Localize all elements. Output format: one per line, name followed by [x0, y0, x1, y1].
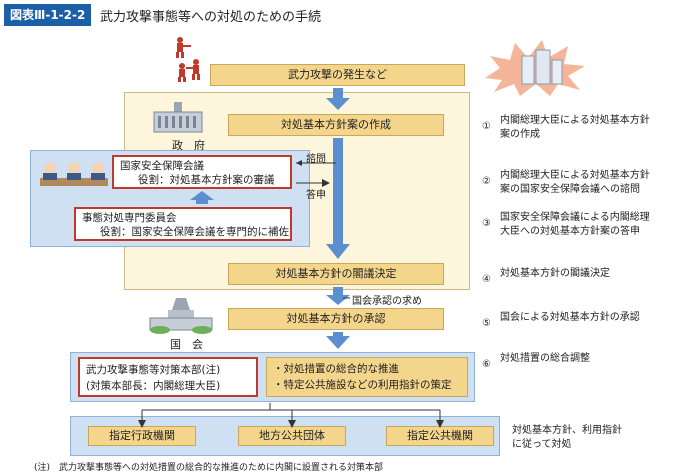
figure-tag: 図表Ⅲ-1-2-2 [4, 4, 92, 26]
agency-designated-administrative: 指定行政機関 [88, 426, 196, 446]
hq-task-promote: ・対処措置の総合的な推進 [273, 363, 399, 375]
hq-tasks-box: ・対処措置の総合的な推進 ・特定公共施設などの利用指針の策定 [266, 357, 468, 397]
step-2-line-1: 内閣総理大臣による対処基本方針 [500, 170, 650, 181]
plan-creation-box: 対処基本方針案の作成 [228, 114, 444, 136]
step-1-num: ① [482, 121, 491, 132]
hq-name: 武力攻撃事態等対策本部(注) [86, 364, 221, 376]
hq-box: 武力攻撃事態等対策本部(注) (対策本部長：内閣総理大臣) [78, 357, 258, 397]
attack-box: 武力攻撃の発生など [210, 64, 465, 86]
step-5: ⑤ 国会による対処基本方針の承認 [482, 311, 640, 330]
nsc-role: 役割：対処基本方針案の審議 [138, 174, 275, 186]
follow-line-1: 対処基本方針、利用指針 [512, 425, 622, 436]
government-label: 政 府 [172, 139, 205, 152]
diet-label: 国 会 [170, 338, 203, 351]
agency-designated-public: 指定公共機関 [386, 426, 494, 446]
nsc-box: 国家安全保障会議 役割：対処基本方針案の審議 [112, 155, 292, 189]
step-1: ① 内閣総理大臣による対処基本方針 案の作成 [482, 114, 650, 140]
committee-role: 役割：国家安全保障会議を専門的に補佐 [100, 226, 289, 238]
consult-label: 諮問 [306, 154, 326, 165]
main-flow-arrows [190, 88, 350, 349]
step-2-num: ② [482, 176, 491, 187]
step-4-text: 対処基本方針の閣議決定 [500, 268, 610, 279]
footnote: (注) 武力攻撃事態等への対処措置の総合的な推進のために内閣に設置される対策本部 [34, 463, 384, 473]
step-6-text: 対処措置の総合調整 [500, 353, 590, 364]
diet-request-label: 国会承認の求め [352, 296, 422, 307]
step-3-num: ③ [482, 218, 491, 229]
respond-label: 答申 [306, 190, 326, 201]
ministers-meeting-icon [40, 162, 108, 186]
step-6-num: ⑥ [482, 359, 491, 370]
step-2: ② 内閣総理大臣による対処基本方針 案の国家安全保障会議への諮問 [482, 169, 650, 195]
nsc-name: 国家安全保障会議 [120, 160, 204, 172]
hq-task-guideline: ・特定公共施設などの利用指針の策定 [273, 379, 452, 391]
step-4-num: ④ [482, 274, 491, 285]
committee-box: 事態対処専門委員会 役割：国家安全保障会議を専門的に補佐 [74, 207, 292, 241]
step-5-text: 国会による対処基本方針の承認 [500, 312, 640, 323]
step-6: ⑥ 対処措置の総合調整 [482, 352, 590, 371]
hq-chief: (対策本部長：内閣総理大臣) [86, 380, 221, 392]
step-3: ③ 国家安全保障会議による内閣総理 大臣への対処基本方針案の答申 [482, 211, 650, 237]
step-1-line-1: 内閣総理大臣による対処基本方針 [500, 115, 650, 126]
step-2-text: 内閣総理大臣による対処基本方針 案の国家安全保障会議への諮問 [500, 169, 650, 197]
soldiers-icon [176, 37, 200, 82]
committee-name: 事態対処専門委員会 [82, 212, 177, 224]
follow-line-2: に従って対処 [512, 439, 572, 450]
diet-building-icon [149, 298, 213, 334]
explosion-building-icon [485, 40, 585, 96]
step-2-line-2: 案の国家安全保障会議への諮問 [500, 184, 640, 195]
step-1-line-2: 案の作成 [500, 129, 540, 140]
follow-note: 対処基本方針、利用指針 に従って対処 [512, 424, 622, 452]
step-5-num: ⑤ [482, 318, 491, 329]
step-4: ④ 対処基本方針の閣議決定 [482, 267, 610, 286]
figure-title: 武力攻撃事態等への対処のための手続 [100, 10, 322, 25]
cabinet-decision-box: 対処基本方針の閣議決定 [228, 263, 444, 285]
step-1-text: 内閣総理大臣による対処基本方針 案の作成 [500, 114, 650, 142]
step-3-line-2: 大臣への対処基本方針案の答申 [500, 226, 640, 237]
diet-approval-box: 対処基本方針の承認 [228, 308, 444, 330]
government-building-icon [153, 102, 203, 133]
step-3-line-1: 国家安全保障会議による内閣総理 [500, 212, 650, 223]
step-3-text: 国家安全保障会議による内閣総理 大臣への対処基本方針案の答申 [500, 211, 650, 239]
